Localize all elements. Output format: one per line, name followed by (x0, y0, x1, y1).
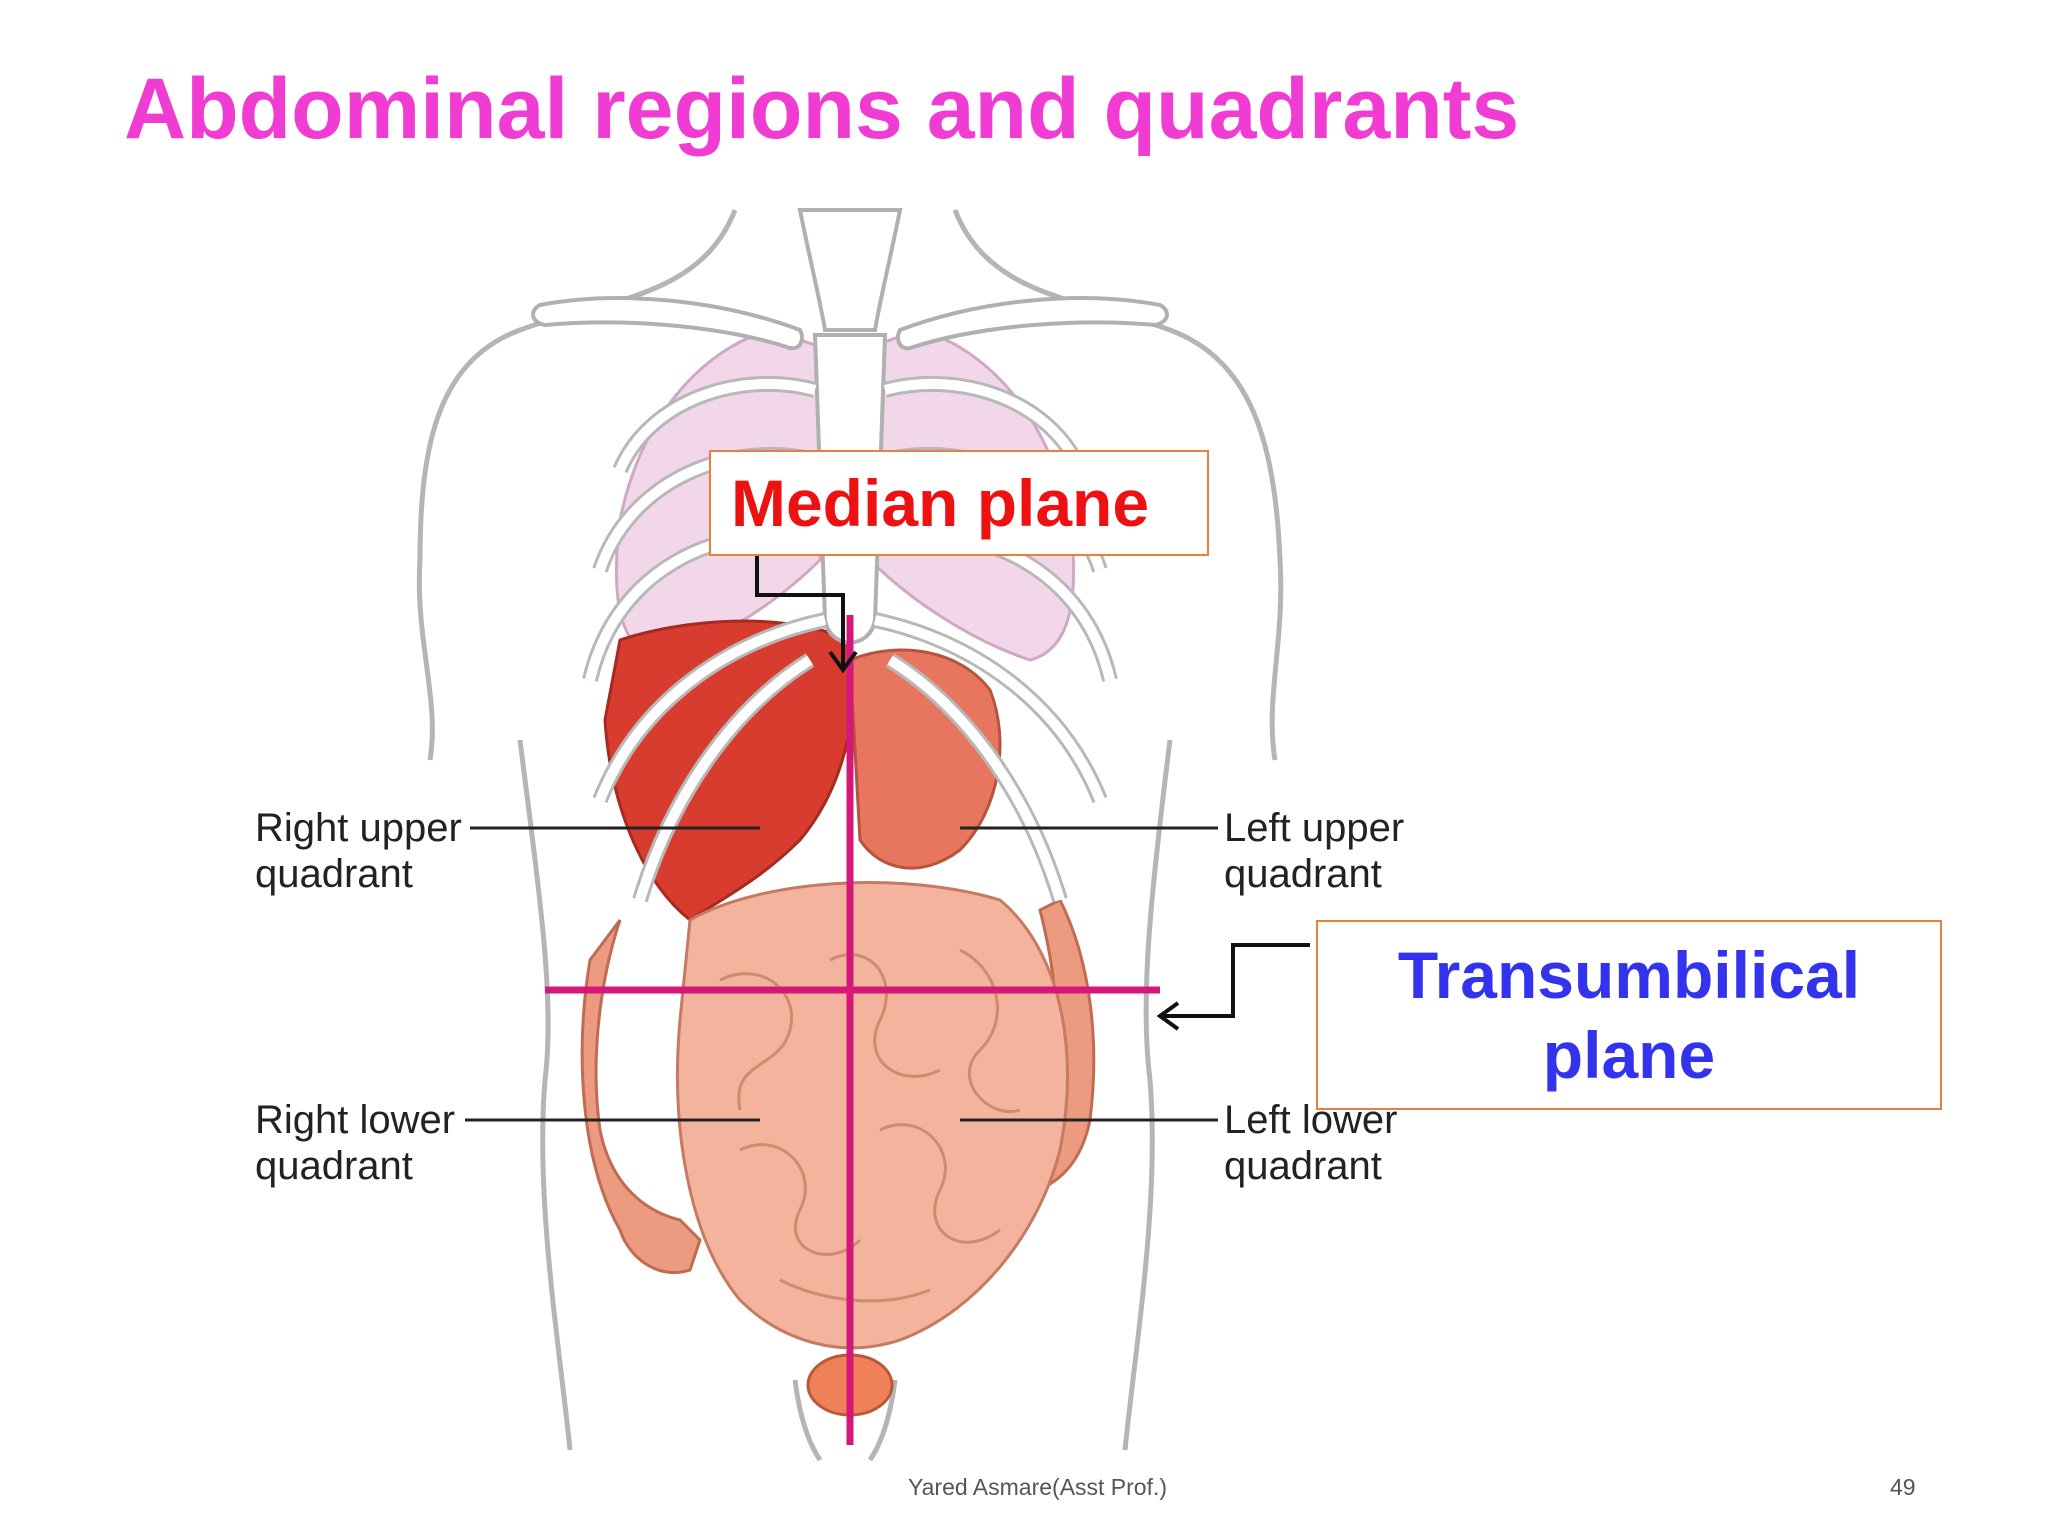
median-plane-callout: Median plane (709, 450, 1209, 556)
page-number: 49 (1890, 1474, 1916, 1500)
small-intestine (676, 881, 1069, 1350)
right-lower-quadrant-label: Right lower quadrant (255, 1098, 456, 1188)
footer-author: Yared Asmare(Asst Prof.) (908, 1474, 1168, 1500)
intestine-coils (719, 948, 1021, 1303)
left-upper-quadrant-label: Left upper quadrant (1224, 806, 1405, 896)
transumbilical-text-line2: plane (1542, 1018, 1716, 1092)
transumbilical-text-line1: Transumbilical (1397, 938, 1861, 1012)
right-upper-quadrant-label: Right upper quadrant (255, 806, 462, 896)
slide-title: Abdominal regions and quadrants (124, 61, 1520, 157)
quadrant-leader-lines (465, 826, 1218, 1122)
left-lower-quadrant-label: Left lower quadrant (1224, 1098, 1398, 1188)
body-outline (416, 209, 1284, 1462)
transumbilical-plane-callout: Transumbilical plane (1316, 920, 1942, 1110)
median-plane-text: Median plane (731, 466, 1150, 540)
